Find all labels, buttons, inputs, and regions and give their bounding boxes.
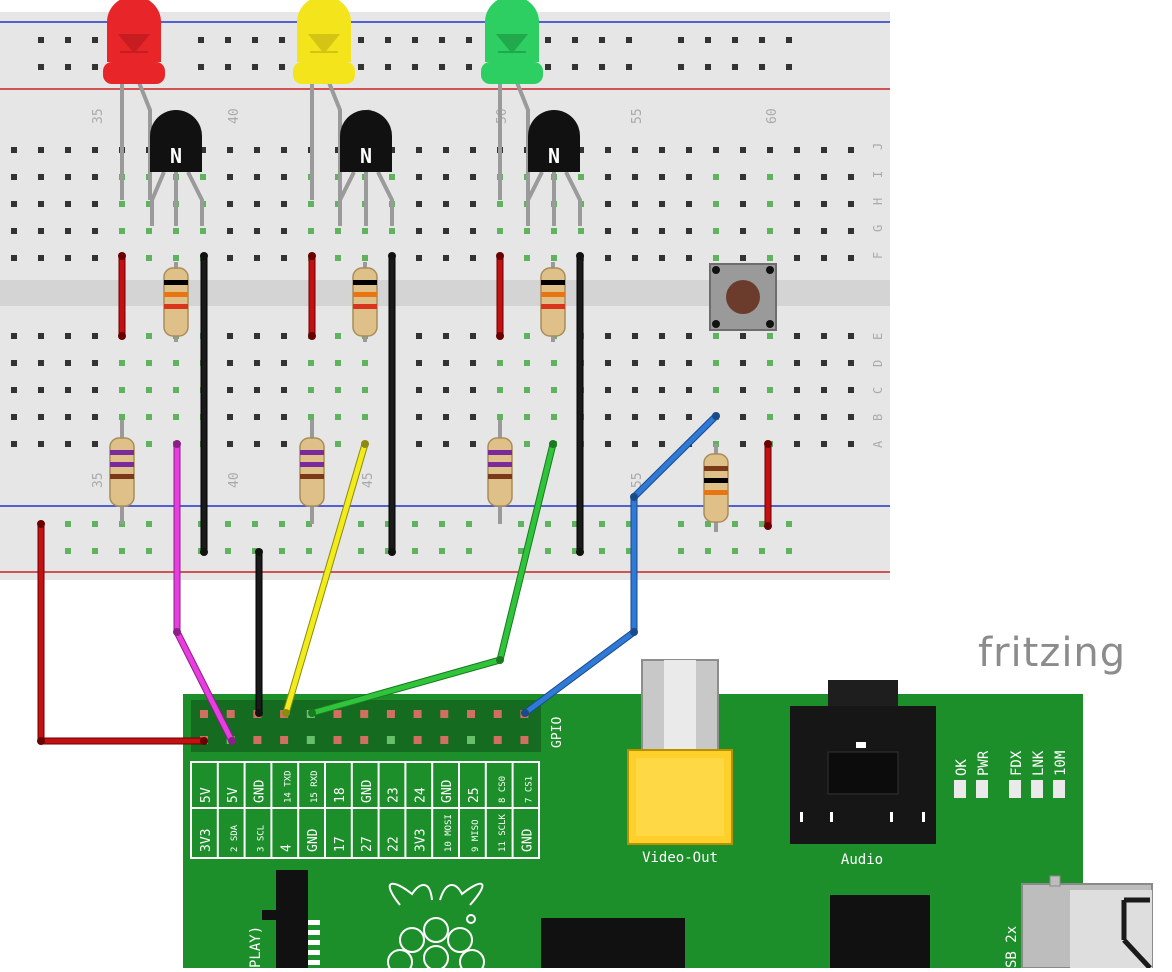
resistor-4[interactable] xyxy=(109,420,135,524)
pin-label-top: 7 CS1 xyxy=(525,776,535,803)
lan-chip xyxy=(830,895,930,968)
led-legs xyxy=(120,79,530,200)
transistor-3-mark: N xyxy=(548,144,560,168)
transistor-2-mark: N xyxy=(360,144,372,168)
resistor-6[interactable] xyxy=(487,420,513,524)
status-led-10m: 10M xyxy=(1053,751,1069,776)
status-led-pwr: PWR xyxy=(976,750,992,776)
col-number-40-bottom: 40 xyxy=(227,472,242,488)
row-letter-c: C xyxy=(871,387,885,394)
jumper-wires xyxy=(118,252,772,556)
push-button[interactable] xyxy=(709,263,777,331)
pin-label-top: 8 CS0 xyxy=(498,776,508,803)
video-out-label: Video-Out xyxy=(642,850,718,866)
status-led-lnk: LNK xyxy=(1031,750,1047,776)
audio-label: Audio xyxy=(841,852,883,868)
transistor-1-mark: N xyxy=(170,144,182,168)
row-letter-d: D xyxy=(871,360,885,367)
row-letter-e: E xyxy=(871,333,885,340)
display-label: PLAY) xyxy=(248,926,264,968)
pin-label-bottom: 17 xyxy=(333,836,348,852)
transistor-2[interactable]: N xyxy=(340,110,392,172)
pin-label-bottom: 3V3 xyxy=(413,829,428,852)
yellow-led[interactable] xyxy=(293,0,355,84)
col-number-50-top: 50 xyxy=(495,108,510,124)
pin-label-bottom: GND xyxy=(521,828,536,852)
wire-ends xyxy=(37,252,772,745)
status-led-lights xyxy=(954,780,1065,798)
soc-chip xyxy=(541,918,685,968)
pin-label-top: 23 xyxy=(387,787,402,803)
pin-label-bottom: 27 xyxy=(360,836,375,852)
display-connector xyxy=(262,870,320,968)
pin-label-bottom: 2 SDA xyxy=(230,824,240,852)
row-letter-i: I xyxy=(871,171,885,178)
pin-label-bottom: 11 SCLK xyxy=(498,813,508,852)
col-number-55-bottom: 55 xyxy=(630,472,645,488)
pin-label-top: 25 xyxy=(467,787,482,803)
pin-label-top: 15 RXD xyxy=(310,770,320,803)
audio-jack xyxy=(790,680,936,844)
row-letter-j: J xyxy=(871,143,885,150)
pin-label-top: GND xyxy=(440,779,455,803)
transistor-1[interactable]: N xyxy=(150,110,202,172)
pin-label-bottom: 22 xyxy=(387,836,402,852)
resistor-5[interactable] xyxy=(299,420,325,524)
transistor-3[interactable]: N xyxy=(528,110,580,172)
pin-label-top: 5V xyxy=(199,787,214,803)
video-out-connector xyxy=(627,659,733,845)
row-letter-a: A xyxy=(871,440,885,448)
col-number-55-top: 55 xyxy=(630,108,645,124)
col-number-40-top: 40 xyxy=(227,108,242,124)
pin-label-top: GND xyxy=(360,779,375,803)
resistor-7[interactable] xyxy=(703,444,729,532)
row-letter-f: F xyxy=(871,252,885,259)
pin-label-bottom: 3 SCL xyxy=(257,825,267,852)
pin-label-top: 18 xyxy=(333,787,348,803)
red-led[interactable] xyxy=(103,0,165,84)
usb-connector xyxy=(1021,875,1153,970)
pin-label-top: 5V xyxy=(226,787,241,803)
pin-label-bottom: 4 xyxy=(279,844,294,852)
status-led-fdx: FDX xyxy=(1009,750,1025,776)
row-letter-b: B xyxy=(871,414,885,421)
gpio-header xyxy=(191,700,541,752)
row-letter-h: H xyxy=(871,198,885,205)
resistor-2[interactable] xyxy=(352,262,378,342)
resistors xyxy=(109,262,729,532)
resistor-3[interactable] xyxy=(540,262,566,342)
col-number-45-bottom: 45 xyxy=(361,472,376,488)
col-number-35-top: 35 xyxy=(91,108,106,124)
fritzing-brand: fritzing xyxy=(978,630,1127,676)
pin-label-top: 24 xyxy=(413,787,428,803)
pin-label-bottom: 3V3 xyxy=(199,829,214,852)
pin-label-top: GND xyxy=(253,779,268,803)
raspberry-logo xyxy=(387,882,485,972)
usb-label: SB 2x xyxy=(1004,926,1020,968)
transistor-legs xyxy=(150,171,582,226)
status-led-ok: OK xyxy=(954,759,970,776)
col-number-60-top: 60 xyxy=(765,108,780,124)
green-led[interactable] xyxy=(481,0,543,84)
pin-label-top: 14 TXD xyxy=(283,770,293,803)
row-letter-g: G xyxy=(871,225,885,232)
pin-label-bottom: GND xyxy=(306,828,321,852)
col-number-35-bottom: 35 xyxy=(91,472,106,488)
breadboard-holes xyxy=(11,37,854,447)
pin-label-bottom: 9 MISO xyxy=(471,819,481,852)
resistor-1[interactable] xyxy=(163,262,189,342)
gpio-label: GPIO xyxy=(550,717,565,748)
pin-label-bottom: 10 MOSI xyxy=(444,814,454,852)
